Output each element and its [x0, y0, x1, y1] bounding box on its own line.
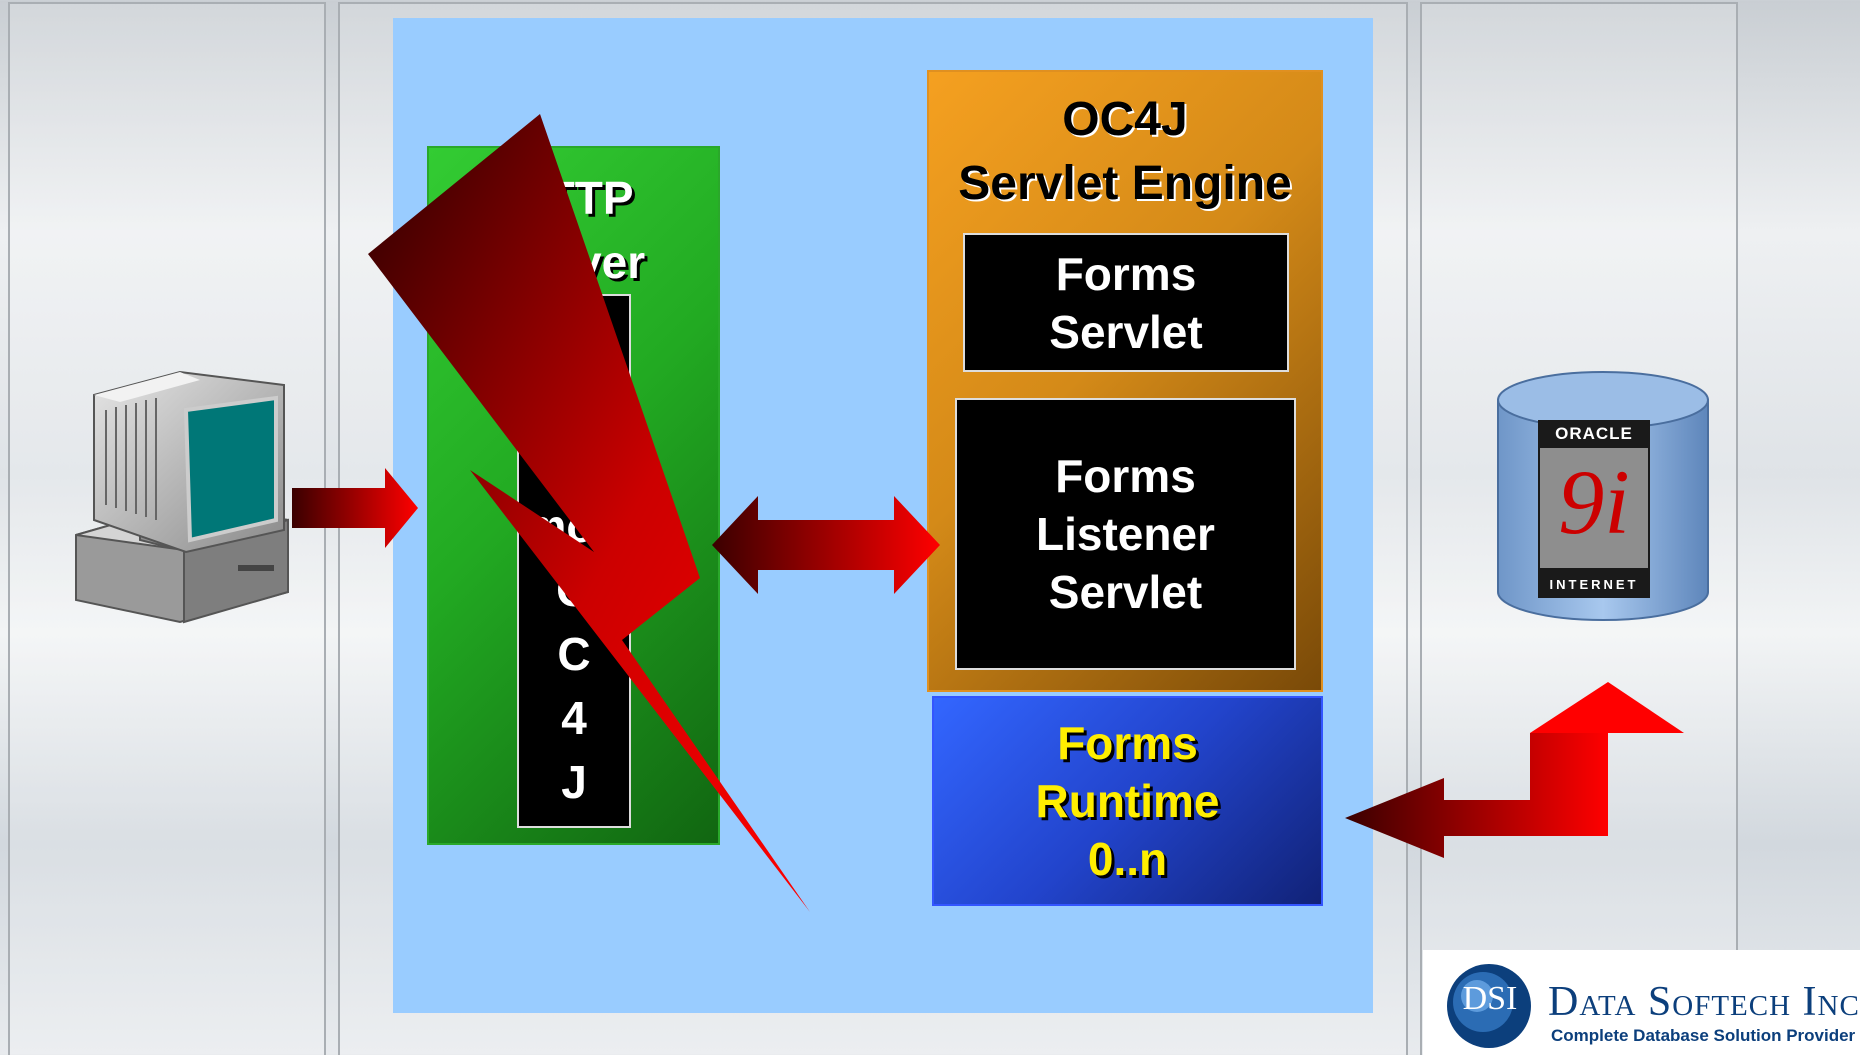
- oracle-brand-text: ORACLE: [1555, 424, 1633, 443]
- forms-servlet-label: Forms Servlet: [1049, 247, 1203, 358]
- http-oc4j-bidirectional-arrow: [712, 496, 940, 594]
- company-logo: DSI Data Softech Inc. Complete Database …: [1423, 950, 1860, 1055]
- client-to-http-arrow: [292, 468, 418, 548]
- oc4j-title: OC4J Servlet Engine: [958, 93, 1292, 210]
- forms-runtime-box: Forms Runtime 0..n: [932, 696, 1323, 906]
- forms-runtime-label: Forms Runtime 0..n: [1035, 717, 1220, 885]
- version-9i-text: 9i: [1558, 451, 1630, 553]
- company-name: Data Softech Inc.: [1548, 979, 1860, 1025]
- database-cylinder-icon: [1497, 371, 1709, 621]
- database-label: ORACLE 9i INTERNET: [1538, 420, 1650, 598]
- forms-servlet-box: Forms Servlet: [963, 233, 1289, 372]
- dsi-emblem-icon: [1447, 964, 1531, 1048]
- lightning-bolt-icon: [368, 114, 810, 912]
- desktop-computer-icon: [75, 370, 289, 624]
- company-tagline: Complete Database Solution Provider: [1551, 1026, 1856, 1045]
- forms-listener-label: Forms Listener Servlet: [1036, 450, 1215, 618]
- internet-edition-text: INTERNET: [1549, 577, 1639, 592]
- database-arrowhead: [1530, 682, 1684, 733]
- runtime-database-connector: [1345, 733, 1608, 858]
- forms-listener-servlet-box: Forms Listener Servlet: [955, 398, 1296, 670]
- dsi-emblem-text: DSI: [1462, 980, 1518, 1017]
